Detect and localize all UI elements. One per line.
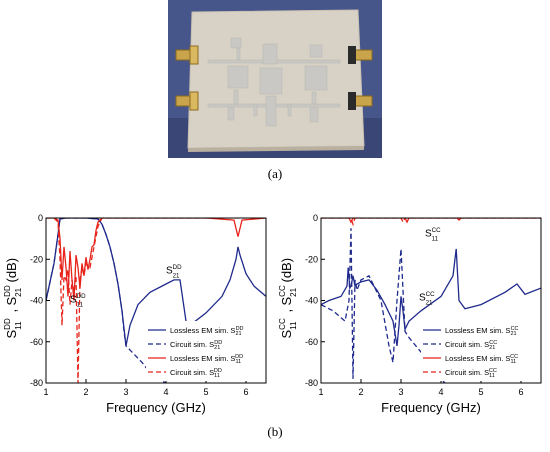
- microstrip-layout: [207, 37, 341, 127]
- svg-text:(dB): (dB): [4, 258, 19, 283]
- y-tick-label: -80: [305, 378, 318, 388]
- series-line-3: [46, 218, 266, 383]
- x-tick-label: 4: [163, 387, 168, 397]
- y-tick-label: -80: [30, 378, 43, 388]
- series-line-0: [321, 248, 541, 347]
- legend-entry-0: Lossless EM sim. S21CC: [445, 326, 519, 337]
- svg-text:,: ,: [4, 309, 19, 313]
- series-line-3: [321, 218, 541, 227]
- x-tick-label: 2: [358, 387, 363, 397]
- x-axis-label: Frequency (GHz): [106, 400, 206, 415]
- series-line-2: [321, 218, 541, 224]
- y-tick-label: -20: [30, 254, 43, 264]
- x-tick-label: 5: [478, 387, 483, 397]
- series-line-1: [46, 218, 167, 383]
- board-photo-drawing: [168, 0, 382, 158]
- legend-entry-1: Circuit sim. S21CC: [445, 340, 497, 351]
- sma-connectors: [175, 45, 373, 111]
- x-tick-label: 3: [398, 387, 403, 397]
- x-axis-label: Frequency (GHz): [381, 400, 481, 415]
- legend-entry-0: Lossless EM sim. S21DD: [170, 326, 244, 337]
- y-tick-label: -40: [30, 296, 43, 306]
- y-tick-label: -60: [30, 337, 43, 347]
- svg-text:(dB): (dB): [279, 258, 294, 283]
- series-line-1: [321, 228, 446, 383]
- board-photo: [168, 0, 382, 158]
- legend-entry-1: Circuit sim. S21DD: [170, 340, 222, 351]
- y-tick-label: -20: [305, 254, 318, 264]
- x-tick-label: 1: [43, 387, 48, 397]
- x-tick-label: 2: [83, 387, 88, 397]
- legend: [146, 321, 264, 381]
- y-tick-label: -40: [305, 296, 318, 306]
- legend-entry-3: Circuit sim. S11DD: [170, 368, 222, 379]
- x-tick-label: 4: [438, 387, 443, 397]
- y-tick-label: 0: [313, 213, 318, 223]
- svg-text:,: ,: [279, 309, 294, 313]
- x-tick-label: 6: [243, 387, 248, 397]
- legend-entry-3: Circuit sim. S11CC: [445, 368, 497, 379]
- caption-a: (a): [267, 166, 283, 181]
- y-tick-label: -60: [305, 337, 318, 347]
- legend-entry-2: Lossless EM sim. S11CC: [445, 354, 518, 365]
- x-tick-label: 3: [123, 387, 128, 397]
- series-line-2: [46, 218, 266, 301]
- caption-b: (b): [267, 424, 283, 439]
- legend-entry-2: Lossless EM sim. S11DD: [170, 354, 243, 365]
- x-tick-label: 5: [203, 387, 208, 397]
- y-tick-label: 0: [38, 213, 43, 223]
- legend: [421, 321, 539, 381]
- x-tick-label: 1: [318, 387, 323, 397]
- x-tick-label: 6: [518, 387, 523, 397]
